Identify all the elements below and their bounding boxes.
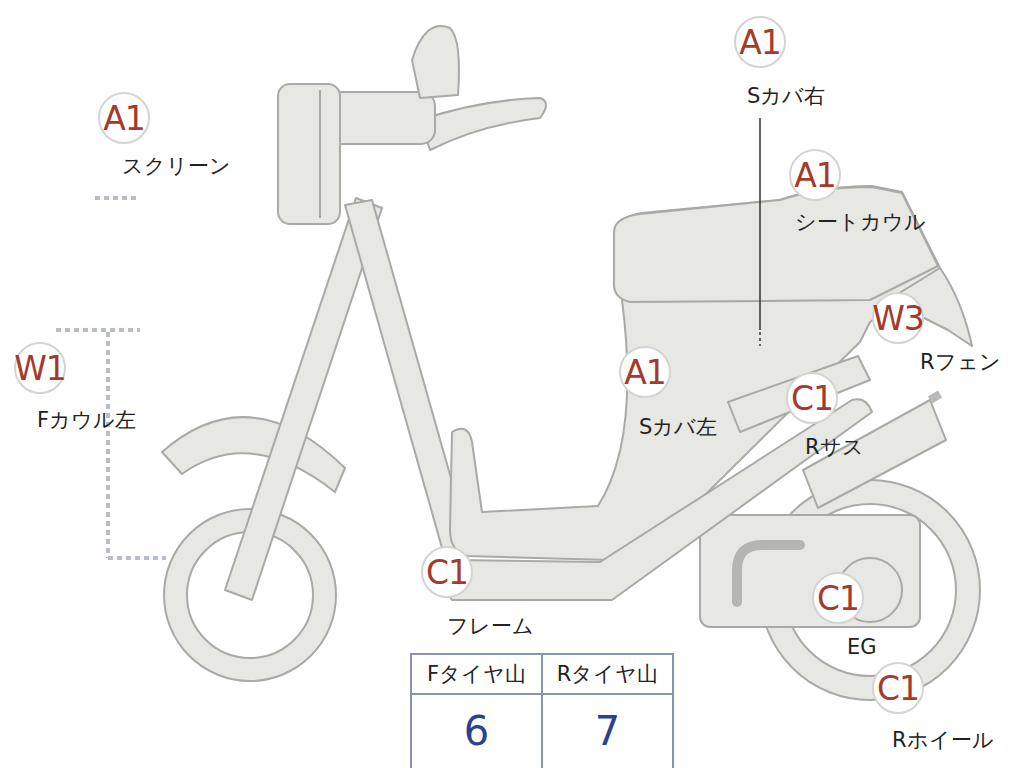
callout-circle: C1Rサス (786, 372, 838, 424)
callout-circle: A1Sカバ右 (734, 16, 786, 68)
callout-code: A1 (621, 348, 669, 396)
part-name: Fカウル左 (37, 408, 136, 433)
callout-circle: W3Rフェン (872, 292, 924, 344)
callout-code: C1 (788, 374, 836, 422)
part-name: Sカバ右 (747, 84, 825, 109)
callout-circle: A1スクリーン (98, 92, 150, 144)
callout-code: C1 (423, 548, 471, 596)
callout-code: W1 (16, 344, 64, 392)
callout-circle: C1EG (812, 572, 864, 624)
callout-code: A1 (791, 151, 839, 199)
callout-code: W3 (874, 294, 922, 342)
part-name: Rサス (805, 435, 864, 460)
part-name: EG (847, 635, 877, 660)
callout-circle: W1Fカウル左 (14, 342, 66, 394)
part-name: Sカバ左 (639, 415, 717, 440)
callout-code: C1 (814, 574, 862, 622)
part-name: スクリーン (122, 154, 231, 179)
table-header: Fタイヤ山 (411, 654, 542, 694)
callout-code: A1 (736, 18, 784, 66)
callout-code: C1 (874, 664, 922, 712)
part-name: シートカウル (795, 210, 926, 235)
table-value: 7 (542, 694, 673, 768)
callout-code: A1 (100, 94, 148, 142)
part-name: Rホイール (892, 728, 994, 753)
part-name: Rフェン (920, 350, 1001, 375)
callout-circle: A1Sカバ左 (619, 346, 671, 398)
table-header: Rタイヤ山 (542, 654, 673, 694)
callout-circle: C1Rホイール (872, 662, 924, 714)
callout-circle: A1シートカウル (789, 149, 841, 201)
part-name: フレーム (447, 614, 534, 639)
table-value: 6 (411, 694, 542, 768)
callout-circle: C1フレーム (421, 546, 473, 598)
